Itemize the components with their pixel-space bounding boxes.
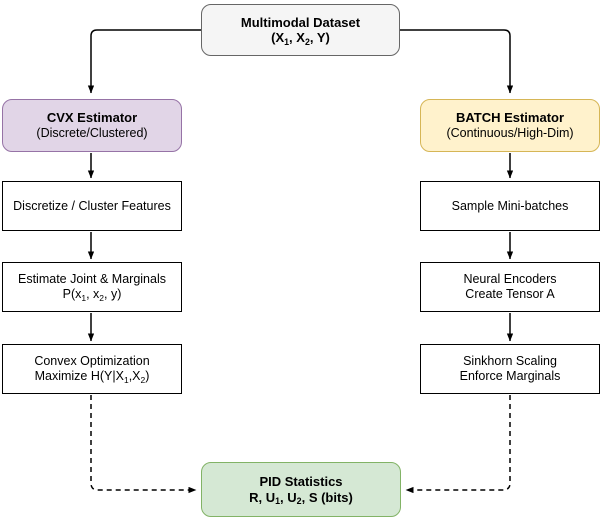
node-convex-optimization-line2: Maximize H(Y|X1,X2): [34, 369, 150, 385]
node-convex-optimization-line1: Convex Optimization: [34, 354, 150, 369]
node-batch-estimator[interactable]: BATCH Estimator (Continuous/High-Dim): [420, 99, 600, 152]
node-multimodal-dataset-line2: (X1, X2, Y): [271, 30, 330, 47]
edge-dataset-to-batch: [400, 29, 514, 94]
node-convex-optimization[interactable]: Convex Optimization Maximize H(Y|X1,X2): [2, 344, 182, 394]
edge-batch-to-pid: [405, 395, 511, 494]
node-sinkhorn-scaling-line2: Enforce Marginals: [459, 369, 561, 383]
node-batch-estimator-line2: (Continuous/High-Dim): [446, 125, 574, 140]
node-batch-estimator-line1: BATCH Estimator: [455, 110, 565, 126]
node-cvx-estimator[interactable]: CVX Estimator (Discrete/Clustered): [2, 99, 182, 152]
node-cvx-estimator-line1: CVX Estimator: [46, 110, 138, 126]
node-estimate-joint-marginals-line1: Estimate Joint & Marginals: [18, 272, 166, 287]
node-discretize-cluster-features[interactable]: Discretize / Cluster Features: [2, 181, 182, 231]
node-pid-statistics-line2: R, U1, U2, S (bits): [249, 489, 353, 507]
node-neural-encoders-line1: Neural Encoders: [463, 272, 557, 287]
node-sample-mini-batches-label: Sample Mini-batches: [451, 198, 569, 213]
node-estimate-joint-marginals[interactable]: Estimate Joint & Marginals P(x1, x2, y): [2, 262, 182, 312]
node-sample-mini-batches[interactable]: Sample Mini-batches: [420, 181, 600, 231]
node-estimate-joint-marginals-line2: P(x1, x2, y): [62, 287, 122, 303]
node-pid-statistics[interactable]: PID Statistics R, U1, U2, S (bits): [201, 462, 401, 517]
node-sinkhorn-scaling[interactable]: Sinkhorn Scaling Enforce Marginals: [420, 344, 600, 394]
node-cvx-estimator-line2: (Discrete/Clustered): [36, 125, 148, 140]
edge-cvx-to-pid: [90, 395, 197, 494]
node-pid-statistics-line1: PID Statistics: [259, 474, 343, 490]
node-neural-encoders[interactable]: Neural Encoders Create Tensor A: [420, 262, 600, 312]
node-discretize-cluster-features-label: Discretize / Cluster Features: [13, 198, 171, 213]
node-multimodal-dataset[interactable]: Multimodal Dataset (X1, X2, Y): [201, 4, 400, 56]
node-multimodal-dataset-line1: Multimodal Dataset: [240, 14, 361, 30]
node-neural-encoders-line2: Create Tensor A: [465, 287, 555, 301]
node-sinkhorn-scaling-line1: Sinkhorn Scaling: [463, 354, 557, 369]
edge-dataset-to-cvx: [87, 29, 201, 94]
